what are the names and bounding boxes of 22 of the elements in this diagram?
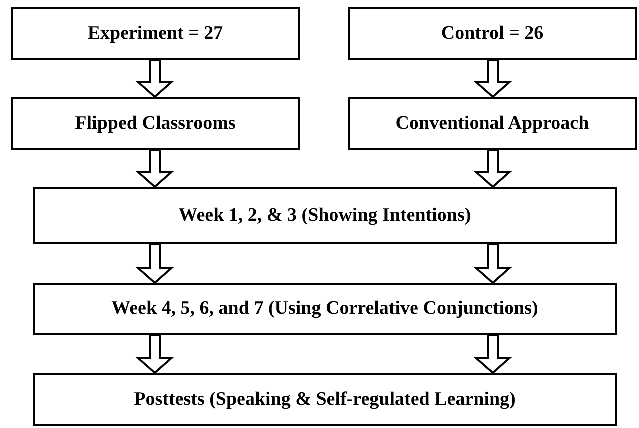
process-box: [33, 187, 617, 244]
block-arrow: [473, 243, 513, 284]
block-arrow: [135, 334, 175, 374]
block-arrow: [473, 59, 513, 98]
process-box: [11, 7, 300, 60]
box-label: Experiment = 27: [88, 22, 224, 44]
process-box: [348, 97, 637, 150]
box-label: Control = 26: [441, 22, 544, 44]
box-label: Conventional Approach: [396, 112, 590, 134]
block-arrow: [473, 149, 513, 188]
box-label: Posttests (Speaking & Self-regulated Learning): [134, 388, 516, 410]
block-arrow: [135, 59, 175, 98]
box-label: Week 1, 2, & 3 (Showing Intentions): [178, 204, 472, 226]
process-box: [33, 373, 617, 426]
block-arrow: [135, 243, 175, 284]
block-arrow: [473, 334, 513, 374]
block-arrow: [135, 149, 175, 188]
box-label: Flipped Classrooms: [75, 112, 236, 134]
process-box: [348, 7, 637, 60]
process-box: [11, 97, 300, 150]
process-box: [33, 283, 617, 335]
box-label: Week 4, 5, 6, and 7 (Using Correlative Conjunctions): [112, 298, 538, 320]
